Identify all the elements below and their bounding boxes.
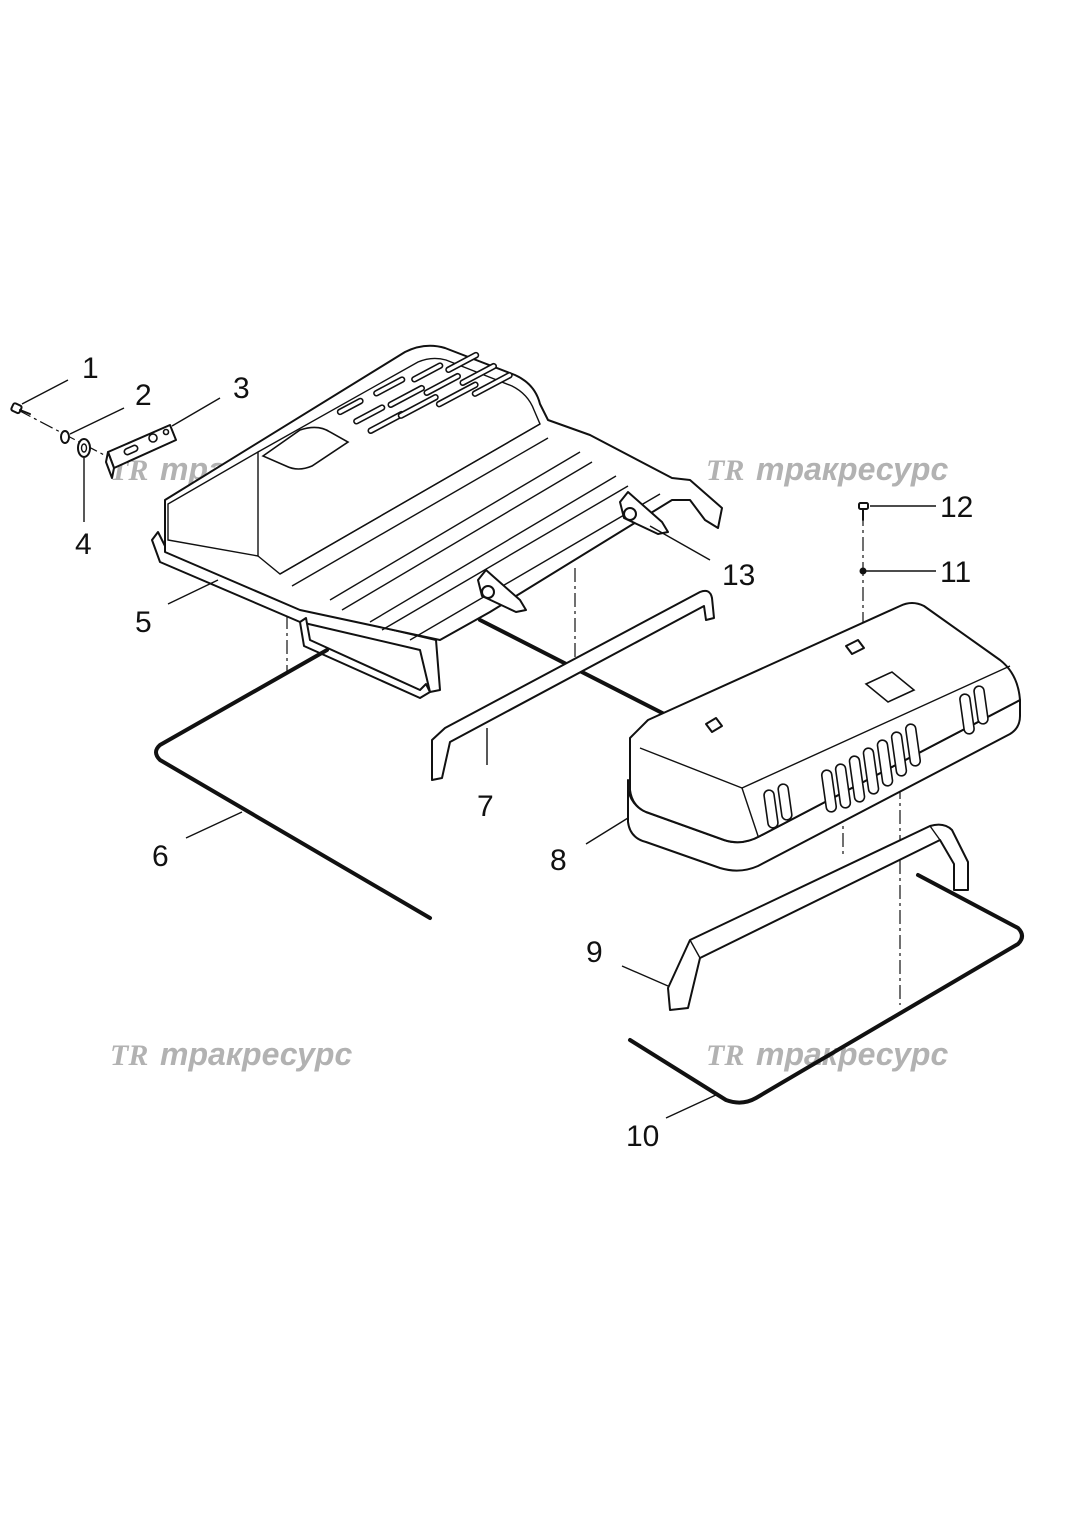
part-1-screw [10, 402, 31, 415]
leader-3 [171, 397, 221, 427]
leader-9 [621, 965, 669, 987]
callout-6: 6 [152, 840, 169, 873]
watermark-text: тракресурс [756, 451, 948, 487]
watermark-top-right: TR тракресурс [706, 451, 948, 487]
callout-labels: 1 2 3 4 5 6 7 8 9 10 11 12 13 [75, 352, 973, 1153]
watermark-bottom-left: TR тракресурс [110, 1036, 352, 1072]
leader-lines [21, 379, 936, 1119]
leader-13 [649, 525, 711, 561]
vent-slots-rear-cover [763, 685, 989, 829]
callout-2: 2 [135, 379, 152, 412]
leader-8 [585, 817, 629, 845]
leader-6 [185, 811, 243, 839]
callout-7: 7 [477, 790, 494, 823]
callout-8: 8 [550, 844, 567, 877]
part-6-gasket [154, 618, 678, 920]
part-5-hood [151, 344, 723, 699]
part-2-washer [60, 430, 70, 444]
part-4-washer [77, 438, 91, 458]
vent-slots-hood [336, 351, 513, 434]
callout-1: 1 [82, 352, 99, 385]
part-10-gasket [628, 873, 1024, 1105]
latch-13-right [619, 491, 669, 535]
part-3-bracket [105, 424, 177, 479]
leader-2 [69, 407, 125, 435]
latch-13-left [477, 569, 527, 613]
callout-13: 13 [722, 559, 755, 592]
callout-10: 10 [626, 1120, 659, 1153]
leader-1 [21, 379, 69, 405]
callout-5: 5 [135, 606, 152, 639]
leader-10 [665, 1093, 719, 1119]
watermark-logo: TR [706, 454, 744, 487]
part-7-seal-strip [431, 589, 715, 781]
callout-11: 11 [940, 556, 971, 589]
part-9-seal-strip [667, 823, 969, 1011]
callout-4: 4 [75, 528, 92, 561]
callout-12: 12 [940, 491, 973, 524]
part-8-rear-cover [627, 602, 1021, 872]
leader-5 [167, 579, 219, 605]
watermark-logo: TR [706, 1039, 744, 1072]
callout-3: 3 [233, 372, 250, 405]
callout-9: 9 [586, 936, 603, 969]
part-12-bolt [858, 502, 869, 521]
watermark-logo: TR [110, 1039, 148, 1072]
watermark-text: тракресурс [160, 1036, 352, 1072]
